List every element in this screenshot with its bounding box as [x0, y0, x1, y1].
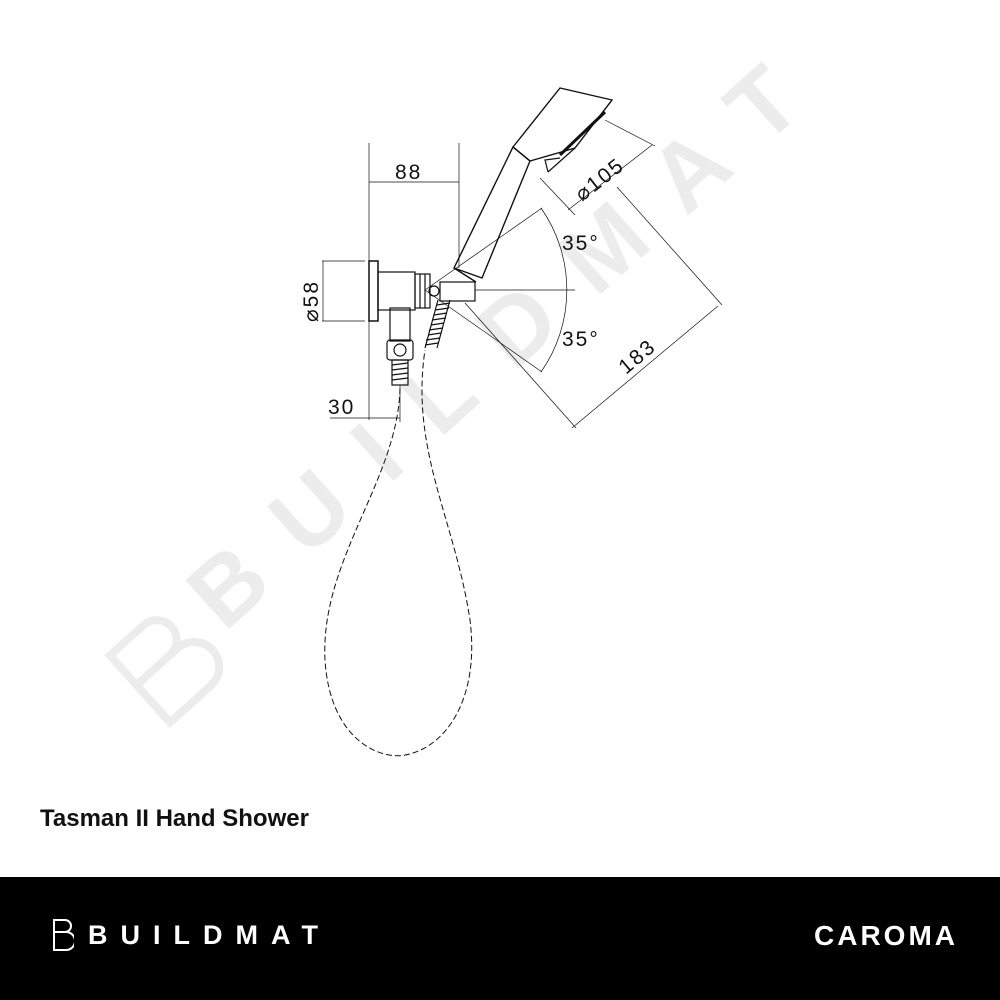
- dim-outlet: 30: [328, 396, 355, 419]
- footer-bar: [0, 877, 1000, 1000]
- dim-head-diameter: ⌀105: [571, 154, 629, 206]
- technical-drawing: 88 ⌀58 ⌀105 35° 35° 183 30: [300, 87, 723, 757]
- brand-logo: BUILDMAT: [52, 918, 331, 952]
- dim-angle-down: 35°: [562, 328, 600, 351]
- dim-length: 183: [614, 335, 660, 379]
- partner-brand: CAROMA: [814, 920, 958, 951]
- product-title: Tasman II Hand Shower: [40, 805, 309, 832]
- brand-name: BUILDMAT: [88, 919, 331, 950]
- dim-flange-diameter: ⌀58: [300, 280, 323, 322]
- dim-width: 88: [395, 161, 422, 184]
- buildmat-logo-icon: [53, 919, 74, 951]
- dim-angle-up: 35°: [562, 232, 600, 255]
